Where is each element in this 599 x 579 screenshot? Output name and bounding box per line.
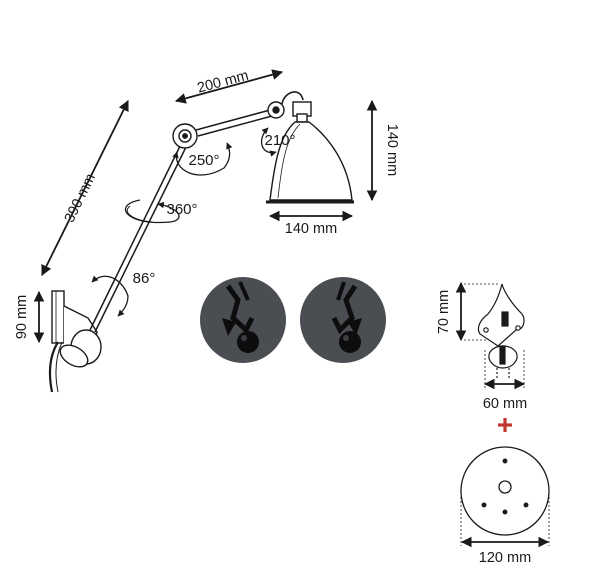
wall-bracket — [464, 283, 525, 390]
wall-plate — [51, 290, 65, 344]
upper-arm-length-label: 200 mm — [196, 68, 251, 97]
upper-arm-dimension-line — [174, 69, 284, 104]
rotation-arrows — [91, 127, 277, 317]
rotation-arrow-icon — [91, 275, 129, 317]
bracket-height-label: 70 mm — [436, 290, 452, 334]
switch-detail-left — [200, 277, 286, 363]
base-pivot-angle-label: 86° — [133, 270, 156, 287]
rotation-arrow-icon — [125, 199, 180, 224]
upper-arm — [195, 109, 271, 131]
arm-spin-angle-label: 360° — [166, 201, 197, 218]
wall-lamp-drawing — [48, 91, 354, 393]
rotation-arrow-icon — [260, 127, 277, 157]
bracket-width-label: 60 mm — [483, 396, 527, 412]
shade-height-label: 140 mm — [384, 124, 400, 176]
rotation-arrow-icon — [172, 142, 233, 176]
plus-sign-icon — [498, 418, 512, 432]
elbow-rotation-angle-label: 250° — [188, 152, 219, 169]
shade-tilt-angle-label: 210° — [264, 132, 295, 149]
switch-detail-right — [300, 277, 386, 363]
lamp-shade — [269, 121, 353, 201]
power-cable — [48, 341, 59, 393]
ceiling-plate-diameter-label: 120 mm — [479, 550, 531, 566]
dimension-lines — [33, 69, 550, 548]
shade-diameter-label: 140 mm — [285, 221, 337, 237]
wall-plate-height-label: 90 mm — [14, 295, 30, 339]
ceiling-plate — [460, 446, 550, 546]
lower-arm — [89, 139, 184, 331]
arm-length-dimension-line — [41, 100, 129, 276]
arm-length-label: 390 mm — [62, 171, 99, 225]
